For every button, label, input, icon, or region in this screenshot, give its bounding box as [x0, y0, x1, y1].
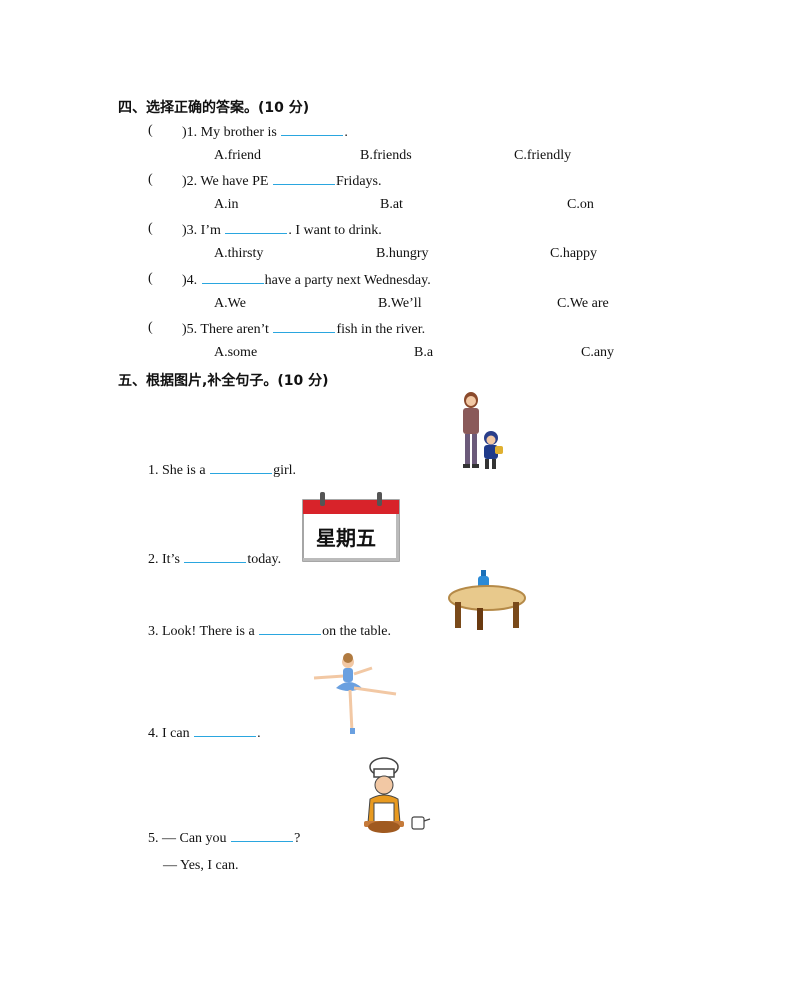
q4-text: )4. — [182, 273, 198, 288]
calendar-text: 星期五 — [316, 526, 376, 550]
q5-stem: )5. There aren’t fish in the river. — [182, 320, 425, 338]
bottle-table-image — [448, 570, 526, 630]
item-2-before: 2. It’s — [148, 552, 180, 567]
q1-text: )1. My brother is — [182, 125, 277, 140]
section-4-heading: 四、选择正确的答案。(10 分) — [118, 100, 310, 116]
q1-open-paren: ( — [148, 123, 153, 138]
calendar-image: 星期五 — [302, 492, 400, 562]
section-5-heading: 五、根据图片,补全句子。(10 分) — [118, 373, 329, 389]
q2-stem: )2. We have PE Fridays. — [182, 172, 381, 190]
q2-option-a[interactable]: A.in — [214, 197, 239, 212]
q4-after: have a party next Wednesday. — [264, 273, 431, 288]
q2-after: Fridays. — [335, 174, 382, 189]
chef-cooking-image — [364, 757, 431, 833]
q1-option-a[interactable]: A.friend — [214, 148, 262, 163]
item-4-blank[interactable] — [194, 724, 257, 737]
item-3-sentence: 3. Look! There is a on the table. — [148, 622, 391, 640]
item-1-sentence: 1. She is a girl. — [148, 461, 296, 479]
q4-option-a[interactable]: A.We — [214, 296, 246, 311]
item-5-sentence: 5. — Can you ? — [148, 829, 300, 847]
q3-open-paren: ( — [148, 221, 153, 236]
item-5-after: ? — [294, 831, 301, 846]
q1-option-b[interactable]: B.friends — [360, 148, 412, 163]
q4-option-b[interactable]: B.We’ll — [378, 296, 422, 311]
q2-text: )2. We have PE — [182, 174, 269, 189]
q4-stem: )4. have a party next Wednesday. — [182, 271, 431, 289]
item-4-before: 4. I can — [148, 726, 190, 741]
item-1-before: 1. She is a — [148, 463, 206, 478]
item-3-blank[interactable] — [259, 622, 322, 635]
q4-blank[interactable] — [201, 271, 264, 284]
q1-option-c[interactable]: C.friendly — [514, 148, 572, 163]
q5-option-b[interactable]: B.a — [414, 345, 434, 360]
q4-open-paren: ( — [148, 271, 153, 286]
item-4-after: . — [257, 726, 261, 741]
item-5-before: 5. — Can you — [148, 831, 227, 846]
item-3-after: on the table. — [322, 624, 391, 639]
q3-option-c[interactable]: C.happy — [550, 246, 598, 261]
q3-stem: )3. I’m . I want to drink. — [182, 221, 382, 239]
item-2-blank[interactable] — [184, 550, 247, 563]
q1-blank[interactable] — [281, 123, 344, 136]
item-5-blank[interactable] — [231, 829, 294, 842]
q3-option-b[interactable]: B.hungry — [376, 246, 429, 261]
q5-text: )5. There aren’t — [182, 322, 269, 337]
q1-after: . — [344, 125, 348, 140]
q2-blank[interactable] — [272, 172, 335, 185]
q3-option-a[interactable]: A.thirsty — [214, 246, 264, 261]
q1-stem: )1. My brother is . — [182, 123, 348, 141]
item-5-reply: — Yes, I can. — [163, 858, 239, 873]
item-2-sentence: 2. It’s today. — [148, 550, 281, 568]
q5-option-c[interactable]: C.any — [581, 345, 615, 360]
item-1-blank[interactable] — [210, 461, 273, 474]
mother-child-image — [463, 392, 503, 469]
q5-after: fish in the river. — [336, 322, 426, 337]
item-3-before: 3. Look! There is a — [148, 624, 255, 639]
q5-blank[interactable] — [273, 320, 336, 333]
q3-blank[interactable] — [225, 221, 288, 234]
q2-option-b[interactable]: B.at — [380, 197, 403, 212]
item-1-after: girl. — [273, 463, 297, 478]
q5-open-paren: ( — [148, 320, 153, 335]
item-4-sentence: 4. I can . — [148, 724, 261, 742]
q3-text: )3. I’m — [182, 223, 221, 238]
ballet-dancer-image — [313, 653, 397, 734]
q4-option-c[interactable]: C.We are — [557, 296, 609, 311]
item-2-after: today. — [247, 552, 282, 567]
q2-open-paren: ( — [148, 172, 153, 187]
q2-option-c[interactable]: C.on — [567, 197, 594, 212]
q5-option-a[interactable]: A.some — [214, 345, 258, 360]
q3-after: . I want to drink. — [288, 223, 382, 238]
